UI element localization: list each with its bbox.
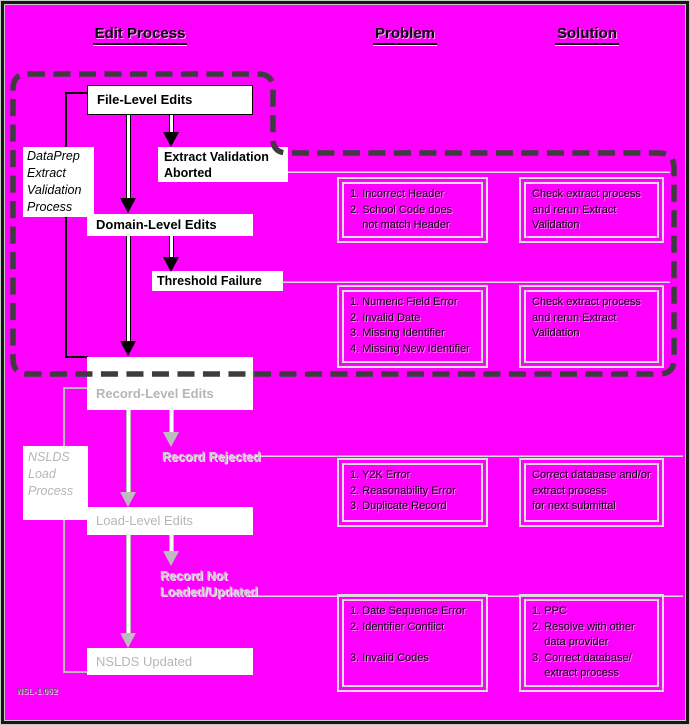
solution-box-record-not-loaded: 1. PPC 2. Resolve with other data provid…	[519, 594, 664, 692]
arrow-domain-to-threshold	[169, 236, 174, 259]
record-level-edits-label: Record-Level Edits	[96, 386, 214, 401]
nslds-updated-box: NSLDS Updated	[87, 648, 253, 675]
gray-bypass-line-bottom	[63, 671, 88, 673]
domain-level-edits-label: Domain-Level Edits	[96, 217, 217, 232]
arrow-load-to-not-loaded	[169, 535, 174, 553]
arrow-record-to-rejected	[169, 410, 174, 434]
arrowhead-icon	[163, 432, 179, 447]
arrowhead-icon	[163, 132, 179, 147]
figure-number-footnote: NSL-1.062	[17, 687, 58, 696]
arrowhead-icon	[163, 257, 179, 272]
problem-box-extract-aborted: 1. Incorrect Header 2. School Code does …	[337, 177, 488, 243]
problem-box-record-rejected: 1. Y2K Error 2. Reasonability Error 3. D…	[337, 458, 488, 527]
record-rejected-label: Record Rejected	[162, 450, 261, 464]
arrow-record-to-load	[126, 410, 131, 493]
header-solution: Solution	[513, 25, 661, 45]
file-level-edits-label: File-Level Edits	[97, 92, 193, 107]
record-level-edits-box: Record-Level Edits	[87, 357, 253, 410]
problem-box-record-not-loaded: 1. Date Sequence Error 2. Identifier Con…	[337, 594, 488, 692]
arrow-load-to-updated	[126, 535, 131, 634]
solution-box-extract-aborted: Check extract process and rerun Extract …	[519, 177, 664, 243]
dataprep-region-label: DataPrep Extract Validation Process	[27, 149, 82, 214]
extract-validation-aborted-box: Extract Validation Aborted	[158, 147, 288, 182]
connector-line-record-rejected	[256, 455, 683, 457]
header-edit-process-label: Edit Process	[92, 25, 188, 45]
arrowhead-icon	[120, 633, 136, 648]
record-not-loaded-label: Record Not Loaded/Updated	[160, 569, 258, 599]
domain-level-edits-box: Domain-Level Edits	[87, 214, 253, 236]
arrowhead-icon	[120, 492, 136, 507]
arrow-file-to-domain	[126, 115, 131, 199]
nslds-updated-label: NSLDS Updated	[96, 654, 193, 669]
bypass-line-vertical	[65, 92, 67, 358]
load-level-edits-label: Load-Level Edits	[96, 513, 193, 528]
problem-box-threshold-failure: 1. Numeric Field Error 2. Invalid Date 3…	[337, 285, 488, 368]
connector-line-extract-aborted	[288, 171, 670, 173]
solution-box-record-rejected: Correct database and/or extract process …	[519, 458, 664, 527]
file-level-edits-box: File-Level Edits	[87, 85, 253, 115]
threshold-failure-box: Threshold Failure	[152, 271, 283, 291]
dataprep-region-label-box: DataPrep Extract Validation Process	[23, 147, 94, 217]
load-level-edits-box: Load-Level Edits	[87, 507, 253, 535]
bypass-line-top	[65, 92, 88, 94]
threshold-failure-label: Threshold Failure	[157, 274, 262, 288]
nslds-load-process-label: NSLDS Load Process	[28, 450, 74, 498]
header-problem: Problem	[330, 25, 480, 45]
bypass-line-bottom	[65, 356, 88, 358]
arrowhead-icon	[120, 198, 136, 213]
header-solution-label: Solution	[555, 25, 619, 45]
header-problem-label: Problem	[372, 25, 437, 45]
extract-validation-aborted-label: Extract Validation Aborted	[164, 150, 269, 180]
gray-bypass-line-top	[63, 387, 88, 389]
connector-line-threshold-failure	[283, 281, 670, 283]
header-edit-process: Edit Process	[55, 25, 225, 45]
arrowhead-icon	[163, 551, 179, 566]
nslds-load-process-label-box: NSLDS Load Process	[23, 446, 88, 520]
gray-bypass-line-vertical	[63, 387, 65, 673]
arrow-domain-to-record	[126, 236, 131, 342]
solution-box-threshold-failure: Check extract process and rerun Extract …	[519, 285, 664, 368]
arrowhead-icon	[120, 341, 136, 356]
